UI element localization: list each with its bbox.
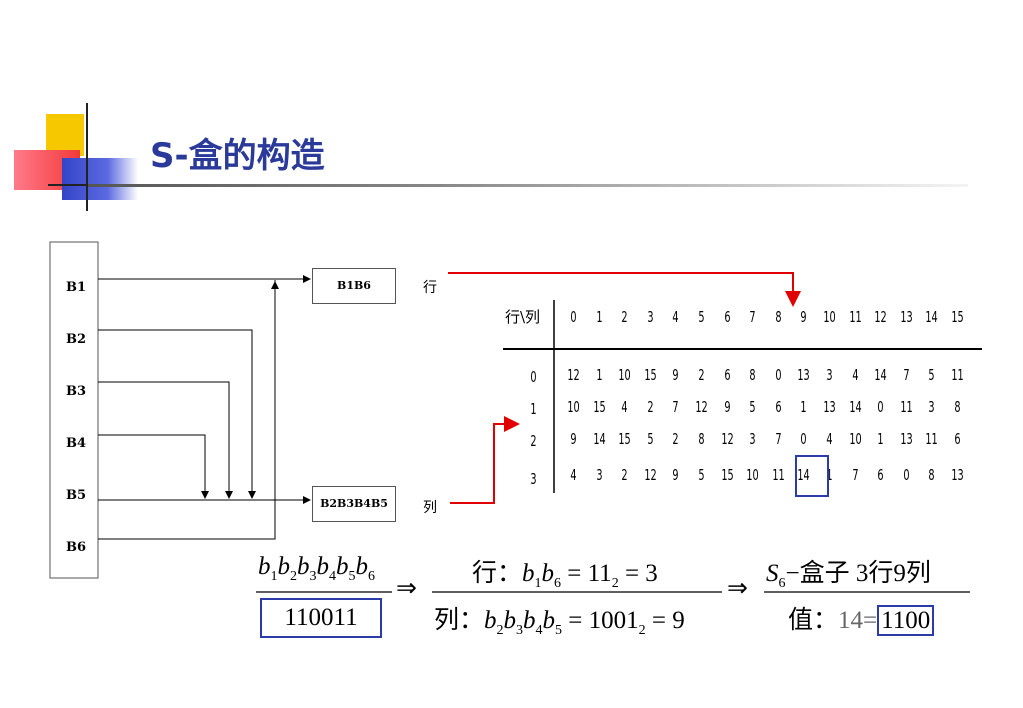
col-prefix: 列：	[434, 607, 485, 634]
input-label-b4: B4	[66, 436, 87, 451]
col-eq: = 1001	[568, 607, 639, 634]
formula-input-bits-label: b1b2b3b4b5b6	[258, 553, 375, 584]
row-eq: = 11	[567, 560, 612, 587]
row-prefix: 行：	[472, 560, 523, 587]
col-label: 列	[423, 500, 437, 516]
formula-input-bits-value: 110011	[260, 598, 382, 638]
value-bin: 1100	[877, 605, 935, 636]
input-bits-text: 110011	[284, 604, 358, 631]
row-base: 2	[611, 576, 619, 591]
row-result: = 3	[624, 560, 658, 587]
col-base: 2	[638, 623, 646, 638]
box-desc: −盒子 3行9列	[785, 560, 931, 587]
col-result: = 9	[651, 607, 685, 634]
formula-row-calc: 行：b1b6 = 112 = 3	[472, 560, 658, 591]
implies-arrow-1: ⇒	[396, 575, 417, 602]
title-underline	[88, 184, 968, 187]
col-bits-label: B2B3B4B5	[320, 497, 388, 510]
row-bits-label: B1B6	[337, 279, 371, 292]
value-prefix: 值：	[788, 607, 839, 634]
input-label-b1: B1	[66, 280, 87, 295]
value-dec: 14=	[838, 607, 878, 634]
input-block	[49, 241, 99, 579]
formula-sbox-desc: S6−盒子 3行9列	[766, 560, 931, 591]
formula-col-calc: 列：b2b3b4b5 = 10012 = 9	[434, 607, 685, 638]
input-label-b3: B3	[66, 384, 87, 399]
s-sub: 6	[778, 576, 786, 591]
row-label: 行	[423, 280, 437, 296]
row-bits-box: B1B6	[312, 268, 396, 304]
title-decoration	[0, 0, 200, 220]
input-label-b6: B6	[66, 540, 87, 555]
formula-value: 值：14=1100	[788, 600, 935, 636]
page-title: S-盒的构造	[150, 136, 325, 176]
table-highlight-box	[795, 455, 829, 497]
implies-arrow-2: ⇒	[727, 575, 748, 602]
col-bits-box: B2B3B4B5	[312, 486, 396, 522]
input-label-b5: B5	[66, 488, 87, 503]
input-label-b2: B2	[66, 332, 87, 347]
